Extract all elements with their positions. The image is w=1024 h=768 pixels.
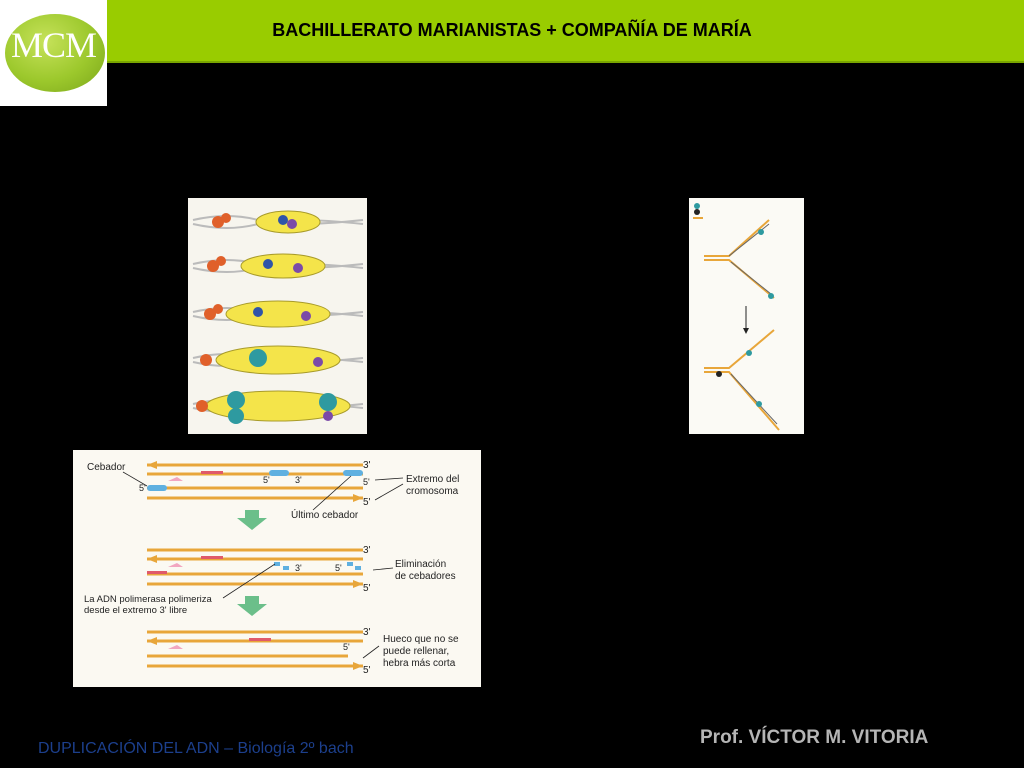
label-eliminacion-1: Eliminación (395, 559, 446, 570)
down-arrow-2 (237, 596, 267, 616)
label-polimerasa-1: La ADN polimerasa polimeriza (84, 594, 212, 605)
leading-lagging-strand-diagram (689, 198, 804, 434)
stage-2-strands (147, 548, 363, 588)
stage-2 (192, 253, 364, 279)
label-cebador: Cebador (87, 462, 126, 473)
stage-4 (192, 345, 364, 375)
label-extremo-2: cromosoma (406, 486, 459, 497)
stage-5 (192, 390, 364, 424)
header-bar (107, 0, 1024, 63)
stage-1-strands (147, 461, 363, 502)
label-3p-b: 3' (363, 460, 371, 471)
label-eliminacion-2: de cebadores (395, 571, 456, 582)
down-arrow-1 (237, 510, 267, 530)
label-5p-d: 5' (363, 497, 371, 508)
label-ultimo-cebador: Último cebador (291, 508, 359, 521)
slide-title: BACHILLERATO MARIANISTAS + COMPAÑÍA DE M… (272, 20, 752, 40)
label-polimerasa-2: desde el extremo 3' libre (84, 605, 187, 616)
label-3p-c: 3' (363, 545, 371, 556)
telomere-svg: Cebador 5' 5' 3' 3' 5' 5' Extremo del cr… (84, 460, 459, 676)
label-hueco-1: Hueco que no se (383, 634, 459, 645)
label-5p-e: 5' (335, 563, 342, 573)
label-5p-h: 5' (363, 665, 371, 676)
label-5p-f: 5' (363, 583, 371, 594)
stage-1 (192, 210, 364, 234)
telomere-shortening-diagram: Cebador 5' 5' 3' 3' 5' 5' Extremo del cr… (73, 450, 481, 687)
footer-course-title: DUPLICACIÓN DEL ADN – Biología 2º bach (38, 740, 354, 757)
logo-text: MCM (10, 25, 97, 65)
label-3p-e: 3' (363, 627, 371, 638)
logo-oval (5, 14, 105, 92)
label-3p-d: 3' (295, 563, 302, 573)
label-3p-a: 3' (295, 475, 302, 485)
label-5p-c: 5' (363, 477, 370, 487)
logo: MCM (0, 0, 107, 106)
replication-fork-svg (192, 210, 364, 424)
footer-author: Prof. VÍCTOR M. VITORIA (700, 727, 929, 748)
label-5p-a: 5' (139, 483, 146, 493)
stage-3-strands (147, 630, 363, 670)
strand-diagram-svg (693, 203, 780, 431)
label-hueco-2: puede rellenar, (383, 646, 449, 657)
label-extremo-1: Extremo del (406, 474, 459, 485)
replication-fork-illustration (188, 198, 367, 434)
stage-3 (192, 300, 364, 328)
label-5p-g: 5' (343, 642, 350, 652)
label-5p-b: 5' (263, 475, 270, 485)
label-hueco-3: hebra más corta (383, 658, 456, 669)
